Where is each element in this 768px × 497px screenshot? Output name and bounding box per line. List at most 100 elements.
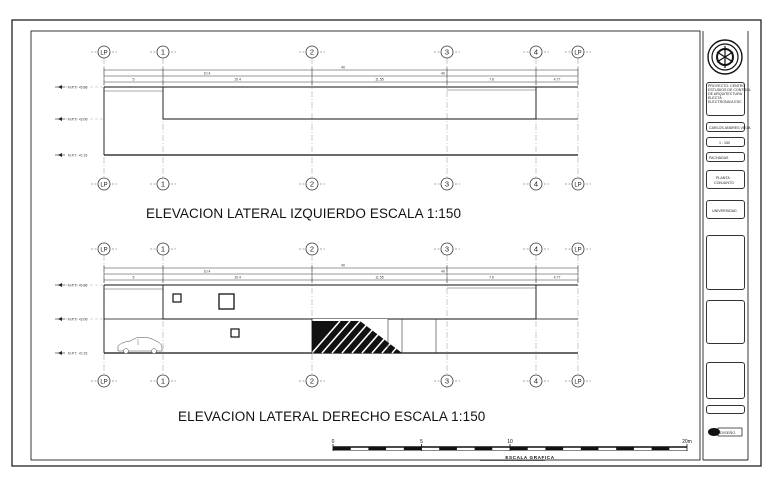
dimension-segment-0: 5 [133,78,135,82]
scale-text: 1 : 150 [719,140,730,145]
dimension-segment-2: 11.55 [375,276,384,280]
scale-segment [368,447,387,450]
dimension-segment-4: 4.77 [554,78,561,82]
grid-label-0: LP [100,247,107,253]
grid-bubble-2 [305,45,319,59]
elevation-right-title: ELEVACION LATERAL DERECHO ESCALA 1:150 [178,409,486,424]
grid-bubble-1 [156,242,170,256]
grid-label-3: 3 [445,376,449,385]
project-line-2: ESTUDIOS DE CONTROL [708,88,751,92]
grid-bubble-0 [97,177,111,191]
grid-label-3: 3 [445,244,449,253]
grid-label-1: 1 [161,47,165,56]
grid-label-4: 4 [534,244,538,253]
level-label-2: N.P.T. +0.15 [68,154,87,158]
sheet-name-line-1: PLANTA [716,176,730,180]
grid-bubble-0 [97,45,111,59]
title-block-north-box [706,362,745,399]
grid-label-0: LP [100,50,107,56]
dimension-segment-0: 5 [133,276,135,280]
dimension-segment-1: 10.4 [234,78,241,82]
grid-label-5: LP [574,182,581,188]
dimension-segment-2: 11.55 [375,78,384,82]
university-seal-mark [716,46,734,68]
dimension-overall: 40 [341,66,345,70]
scale-segment [439,447,457,450]
scale-label: ESCALA GRAFICA [505,455,554,460]
grid-bubble-3 [440,177,454,191]
scale-segment [580,447,599,450]
hatch-stripe [391,320,421,354]
grid-bubble-5 [571,374,585,388]
scale-tick-label-0: 0 [332,439,335,445]
title-block-subject-box: FACHADAS [706,152,745,162]
scale-tick-label-3: 20m [682,439,692,445]
hatch-stripe [381,320,411,354]
project-line-4: ELECTA [708,96,722,100]
grid-bubble-1 [156,45,170,59]
dimension-segment-3: 7.6 [489,78,494,82]
grid-bubble-4 [529,374,543,388]
elevation-left-title: ELEVACION LATERAL IZQUIERDO ESCALA 1:150 [146,206,462,221]
title-block-notes-box [706,235,745,290]
scale-segment [403,447,422,450]
scale-segment [545,447,564,450]
title-block-signature-box [706,405,745,414]
grid-label-5: LP [574,50,581,56]
elevation-left-drawing: N.P.T. +5.86N.P.T. +3.00N.P.T. +0.15 40 10… [55,45,591,191]
hatch-stripe [371,320,401,354]
title-block-author-box: CARLOS ANDRES VEGA [706,122,751,132]
dimension-mid-2: 40 [441,72,445,76]
university-text: UNIVERSIDAD [712,208,737,213]
scale-segment [474,447,493,450]
grid-label-5: LP [574,379,581,385]
level-label-2: N.P.T. +0.15 [68,352,87,356]
scale-tick-label-1: 5 [420,439,423,445]
grid-label-0: LP [100,379,107,385]
car-wheel [123,348,129,354]
grid-label-4: 4 [534,376,538,385]
sheet-name-line-2: CONJUNTO [714,180,734,185]
dimension-mid-2: 40 [441,270,445,274]
scale-tick-label-2: 10 [507,439,513,445]
car-body [117,336,163,352]
grid-bubble-2 [305,374,319,388]
hatch-stripe [361,320,391,354]
car-drawing [117,336,163,354]
grid-bubble-2 [305,242,319,256]
grid-bubble-1 [156,177,170,191]
grid-label-4: 4 [534,179,538,188]
level-label-1: N.P.T. +3.00 [68,118,87,122]
grid-label-2: 2 [310,179,314,188]
dimension-segment-4: 4.77 [554,276,561,280]
outer-frame [11,19,762,467]
grid-bubble-3 [440,242,454,256]
grid-label-1: 1 [161,244,165,253]
grid-label-1: 1 [161,376,165,385]
grid-bubble-0 [97,242,111,256]
grid-bubble-4 [529,177,543,191]
grid-bubble-1 [156,374,170,388]
project-line-5: ELECTRONICA ESC [708,100,742,104]
subject-text: FACHADAS [709,155,729,160]
level-label-0: N.P.T. +5.86 [68,86,87,90]
grid-label-3: 3 [445,179,449,188]
grid-label-3: 3 [445,47,449,56]
dimension-segment-3: 7.6 [489,276,494,280]
grid-label-1: 1 [161,179,165,188]
grid-bubble-4 [529,242,543,256]
grid-bubble-5 [571,45,585,59]
scale-segment [651,447,670,450]
grid-label-0: LP [100,182,107,188]
project-line-1: PROYECTO: CENTRO [708,84,746,88]
grid-bubble-4 [529,45,543,59]
scale-segment [616,447,634,450]
title-block-scale-box: 1 : 150 [706,137,745,147]
level-label-0: N.P.T. +5.86 [68,284,87,288]
dimension-overall: 40 [341,264,345,268]
grid-bubble-0 [97,374,111,388]
grid-label-2: 2 [310,244,314,253]
hatch-stripe [321,320,351,354]
grid-label-4: 4 [534,47,538,56]
